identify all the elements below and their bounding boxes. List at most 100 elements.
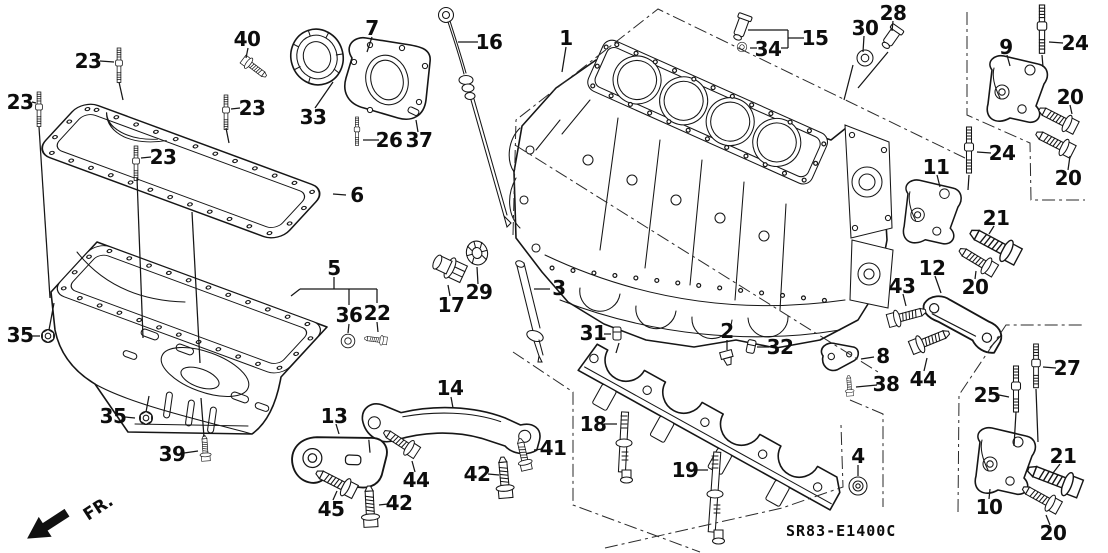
zone-line	[966, 12, 1085, 201]
callout-27: 27	[1053, 356, 1081, 380]
callout-19: 19	[671, 458, 699, 482]
sensor-28	[881, 23, 905, 49]
pin-37	[407, 106, 420, 116]
leader-line	[561, 46, 567, 73]
leader-line	[415, 119, 419, 133]
callout-28: 28	[879, 1, 907, 25]
leader-line	[936, 174, 941, 188]
leader-line	[1035, 388, 1039, 443]
leader-line	[976, 151, 992, 154]
zone-line	[514, 144, 879, 373]
zone-line	[849, 399, 884, 507]
oil-seal-drawing	[290, 28, 344, 86]
leader-line	[447, 284, 451, 297]
leader-line	[183, 450, 199, 454]
callout-8: 8	[876, 344, 890, 368]
callout-38: 38	[872, 372, 900, 396]
leader-line	[347, 323, 350, 334]
callout-35: 35	[99, 404, 127, 428]
leader-line	[366, 36, 373, 53]
cylinder-block-drawing	[508, 39, 894, 349]
leader-line	[145, 395, 150, 413]
leader-line	[923, 357, 928, 372]
leader-line	[1041, 54, 1044, 68]
callout-45: 45	[317, 497, 345, 521]
callout-40: 40	[233, 27, 261, 51]
callout-41: 41	[539, 436, 567, 460]
callout-33: 33	[299, 105, 327, 129]
leader-line	[967, 174, 970, 191]
bridge-bolt-19	[706, 451, 726, 545]
callout-20: 20	[1054, 166, 1082, 190]
leader-line	[533, 448, 543, 451]
leader-line	[140, 156, 152, 159]
callout-37: 37	[405, 128, 433, 152]
callout-3: 3	[552, 276, 566, 300]
leader-line	[1048, 41, 1064, 44]
leader-line	[891, 20, 894, 32]
callout-20: 20	[1039, 521, 1067, 545]
side-bracket-drawing	[291, 436, 388, 489]
callout-13: 13	[320, 404, 348, 428]
leader-line	[332, 193, 347, 196]
callout-36: 36	[335, 303, 363, 327]
callout-44: 44	[909, 367, 937, 391]
callout-42: 42	[385, 491, 413, 515]
bearing-cap-bridge-drawing	[577, 343, 841, 511]
dipstick-tube-drawing	[515, 260, 544, 363]
callout-4: 4	[851, 444, 865, 468]
callout-21: 21	[982, 206, 1010, 230]
leader-line	[118, 81, 124, 101]
callout-24: 24	[988, 141, 1016, 165]
leader-line	[998, 394, 1010, 398]
dipstick-drawing	[437, 6, 512, 229]
leader-line	[136, 177, 144, 339]
zone-line	[957, 324, 1085, 513]
strap-bracket-12-drawing	[922, 295, 1003, 354]
bridge-bolt-18	[615, 411, 634, 484]
leader-line	[332, 490, 338, 501]
leader-line	[31, 101, 37, 104]
leader-line	[290, 288, 301, 297]
leader-line	[200, 397, 205, 438]
callout-22: 22	[363, 301, 391, 325]
leader-line	[314, 81, 334, 109]
leader-line	[1069, 104, 1073, 115]
leader-line	[988, 488, 991, 500]
leader-line	[378, 503, 389, 506]
callout-31: 31	[579, 321, 607, 345]
leader-line	[230, 107, 241, 110]
leader-line	[1013, 411, 1017, 447]
callout-21: 21	[1049, 444, 1077, 468]
zone-line	[604, 424, 844, 549]
leader-line	[1006, 54, 1011, 67]
leader-line	[376, 321, 379, 333]
leader-line	[902, 293, 907, 307]
callout-25: 25	[973, 383, 1001, 407]
diagram-code: SR83-E1400C	[786, 522, 897, 540]
leader-line	[245, 47, 249, 59]
leader-line	[860, 356, 875, 360]
callout-23: 23	[74, 49, 102, 73]
leader-line	[225, 127, 230, 144]
leader-line	[974, 270, 977, 280]
leader-line	[862, 35, 865, 53]
callout-11: 11	[922, 155, 950, 179]
leader-line	[857, 51, 889, 89]
leader-line	[615, 342, 620, 354]
callout-18: 18	[579, 412, 607, 436]
leader-line	[843, 64, 854, 101]
leader-line	[38, 126, 51, 299]
callout-26: 26	[375, 128, 403, 152]
leader-line	[191, 211, 201, 364]
leader-line	[476, 266, 479, 285]
leader-line	[855, 384, 878, 388]
seal-plate-drawing	[344, 36, 431, 120]
drain-bolt-17	[432, 254, 469, 284]
callout-23: 23	[6, 90, 34, 114]
callout-17: 17	[437, 293, 465, 317]
callout-5: 5	[327, 256, 341, 280]
callout-2: 2	[720, 319, 734, 343]
washer-29	[465, 240, 489, 266]
